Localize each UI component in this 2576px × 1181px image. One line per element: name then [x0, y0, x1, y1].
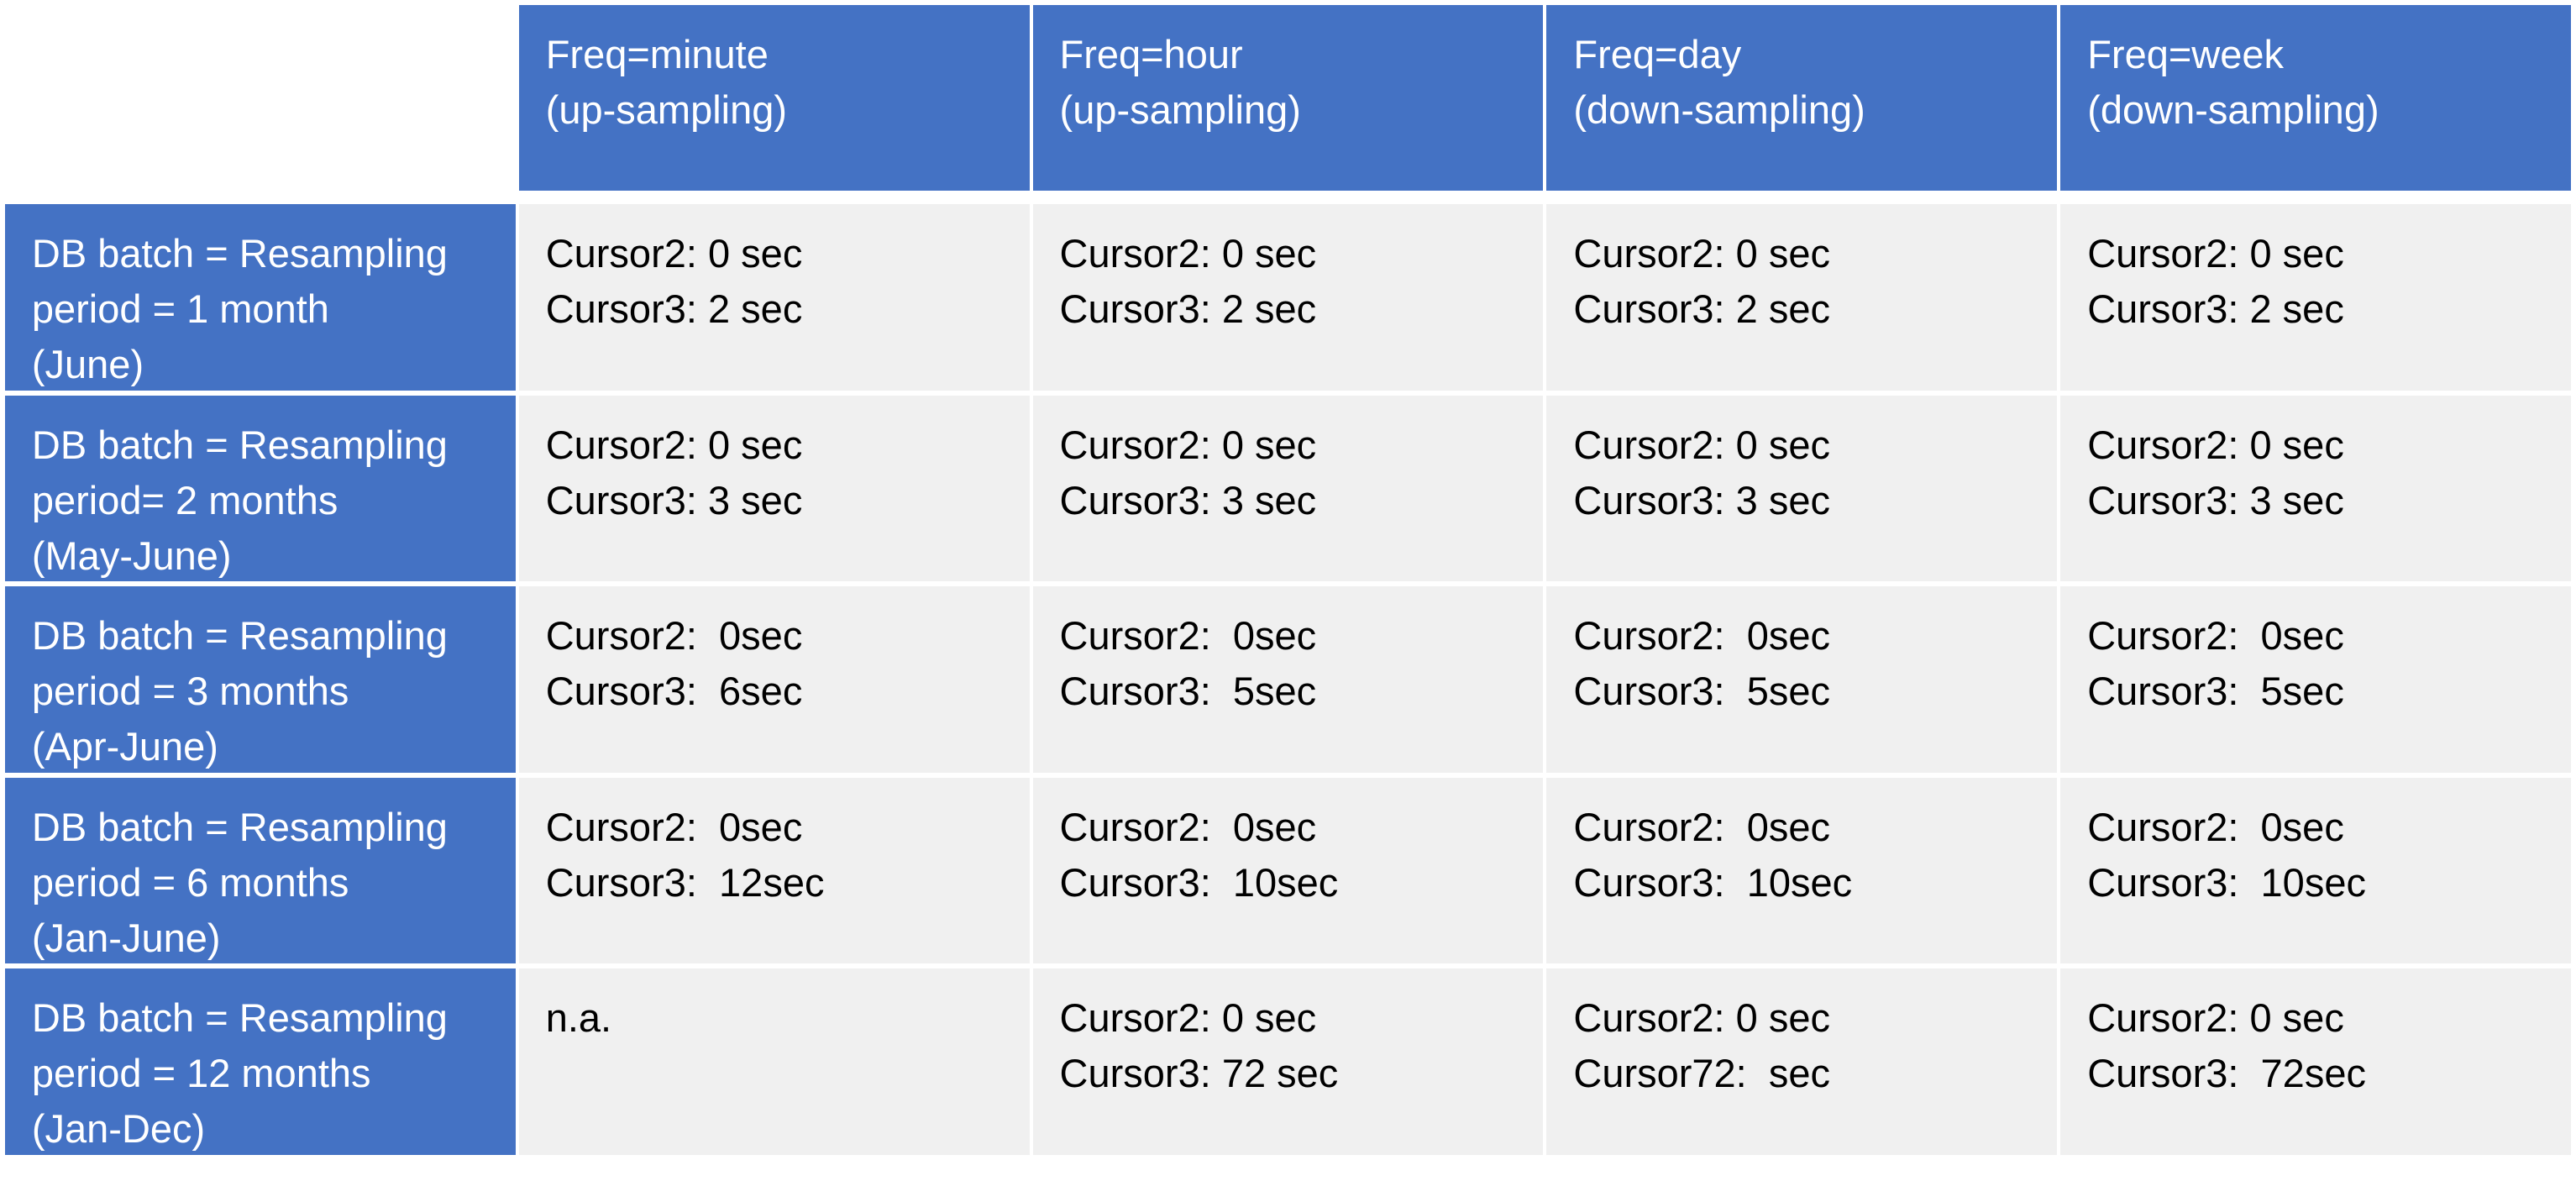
- row-header-line: period = 6 months: [31, 859, 349, 905]
- row-header-line: period= 2 months: [31, 477, 338, 522]
- table-cell-line: Cursor2: 0 sec: [1059, 231, 1317, 276]
- table-cell-line: Cursor2: 0 sec: [1573, 422, 1830, 467]
- row-header-line: (Apr-June): [31, 724, 218, 769]
- table-corner: [4, 4, 516, 192]
- table-cell-line: Cursor2: 0 sec: [1573, 231, 1830, 276]
- table-cell-line: Cursor2: 0sec: [1059, 804, 1317, 849]
- column-header-line: (up-sampling): [545, 87, 788, 132]
- row-header: DB batch = Resampling period = 3 months (A…: [4, 586, 516, 773]
- table-cell-line: Cursor3: 2 sec: [545, 286, 803, 332]
- row-header: DB batch = Resampling period = 1 month (Ju…: [4, 204, 516, 391]
- table-cell-line: n.a.: [545, 995, 612, 1041]
- table-cell-line: Cursor2: 0 sec: [2087, 995, 2344, 1041]
- table-cell-line: Cursor3: 10sec: [2087, 859, 2366, 905]
- table-cell-line: Cursor3: 6sec: [545, 669, 803, 714]
- row-header-line: DB batch = Resampling: [31, 995, 448, 1041]
- column-header: Freq=week (down-sampling): [2060, 4, 2572, 192]
- row-header: DB batch = Resampling period = 12 months (…: [4, 968, 516, 1155]
- row-header-line: (Jan-June): [31, 915, 221, 960]
- table-cell-line: Cursor2: 0 sec: [2087, 231, 2344, 276]
- table-cell-line: Cursor3: 5sec: [1059, 669, 1317, 714]
- table-cell-line: Cursor3: 3 sec: [1573, 477, 1830, 522]
- row-header: DB batch = Resampling period = 6 months (J…: [4, 777, 516, 964]
- table-cell-line: Cursor2: 0 sec: [1059, 422, 1317, 467]
- table-cell-line: Cursor3: 5sec: [2087, 669, 2344, 714]
- row-header-line: DB batch = Resampling: [31, 804, 448, 849]
- table-cell-line: Cursor2: 0 sec: [1573, 995, 1830, 1041]
- table-cell-line: Cursor2: 0sec: [1059, 613, 1317, 659]
- table-cell-line: Cursor3: 72 sec: [1059, 1051, 1339, 1096]
- table-cell-line: Cursor2: 0sec: [1573, 613, 1830, 659]
- row-header: DB batch = Resampling period= 2 months (Ma…: [4, 395, 516, 582]
- row-header-line: (Jan-Dec): [31, 1106, 206, 1152]
- table-cell-line: Cursor2: 0sec: [545, 804, 803, 849]
- table-cell-line: Cursor72: sec: [1573, 1051, 1830, 1096]
- table-cell-line: Cursor2: 0sec: [1573, 804, 1830, 849]
- column-header: Freq=hour (up-sampling): [1032, 4, 1544, 192]
- row-header-line: (June): [31, 342, 144, 387]
- table-cell-line: Cursor2: 0sec: [545, 613, 803, 659]
- row-header-line: period = 1 month: [31, 286, 329, 332]
- table-cell-line: Cursor3: 10sec: [1059, 859, 1339, 905]
- row-header-line: period = 3 months: [31, 669, 349, 714]
- column-header-line: (up-sampling): [1059, 87, 1301, 132]
- column-header-line: (down-sampling): [1573, 87, 1865, 132]
- table-cell-line: Cursor2: 0sec: [2087, 613, 2344, 659]
- table-cell-line: Cursor3: 3 sec: [2087, 477, 2344, 522]
- table-cell-line: Cursor3: 3 sec: [1059, 477, 1317, 522]
- column-header: Freq=minute (up-sampling): [518, 4, 1030, 192]
- table-cell-line: Cursor3: 12sec: [545, 859, 825, 905]
- table-cell-line: Cursor3: 2 sec: [1059, 286, 1317, 332]
- table-cell-line: Cursor3: 2 sec: [1573, 286, 1830, 332]
- table-cell-line: Cursor2: 0 sec: [545, 422, 803, 467]
- column-header-line: Freq=week: [2087, 31, 2285, 76]
- table-cell-line: Cursor2: 0sec: [2087, 804, 2344, 849]
- column-header-line: Freq=hour: [1059, 31, 1243, 76]
- row-header-line: period = 12 months: [31, 1051, 371, 1096]
- table-cell-line: Cursor2: 0 sec: [1059, 995, 1317, 1041]
- table-cell-line: Cursor3: 2 sec: [2087, 286, 2344, 332]
- column-header-line: Freq=day: [1573, 31, 1742, 76]
- table-cell-line: Cursor3: 3 sec: [545, 477, 803, 522]
- column-header-line: (down-sampling): [2087, 87, 2379, 132]
- table-cell-line: Cursor2: 0 sec: [545, 231, 803, 276]
- row-header-line: DB batch = Resampling: [31, 231, 448, 276]
- column-header-line: Freq=minute: [545, 31, 769, 76]
- row-header-line: (May-June): [31, 533, 232, 578]
- table-cell-line: Cursor2: 0 sec: [2087, 422, 2344, 467]
- table-cell-line: Cursor3: 10sec: [1573, 859, 1853, 905]
- row-header-line: DB batch = Resampling: [31, 613, 448, 659]
- column-header: Freq=day (down-sampling): [1546, 4, 2058, 192]
- table-cell-line: Cursor3: 72sec: [2087, 1051, 2366, 1096]
- table-cell: n.a.: [518, 968, 1030, 1155]
- row-header-line: DB batch = Resampling: [31, 422, 448, 467]
- table-cell-line: Cursor3: 5sec: [1573, 669, 1830, 714]
